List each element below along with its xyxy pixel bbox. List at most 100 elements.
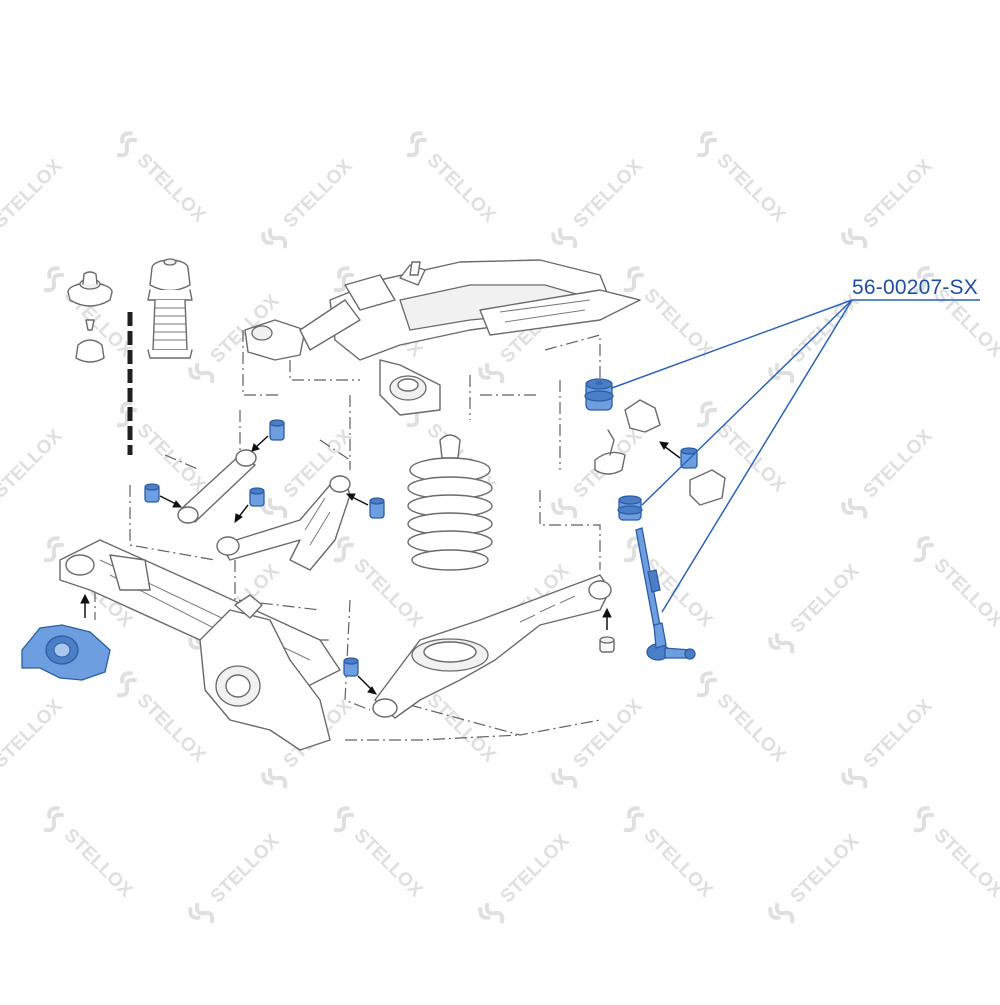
stabilizer-link-56-00207-sx	[584, 378, 696, 661]
bushing-upper-arm-inner	[269, 419, 285, 441]
watermark-logo-icon	[623, 266, 645, 293]
watermark-stamp: STELLOX	[768, 560, 864, 654]
strut-top-mount	[67, 271, 113, 363]
lower-spring-arm	[372, 574, 612, 719]
watermark-stamp: STELLOX	[478, 830, 574, 924]
watermark-stamp: STELLOX	[116, 131, 210, 227]
watermark-text: STELLOX	[497, 830, 574, 907]
watermark-text: STELLOX	[0, 695, 67, 772]
watermark-logo-icon	[696, 131, 718, 158]
watermark-stamp: STELLOX	[116, 671, 210, 767]
stabilizer-bracket	[594, 399, 726, 506]
watermark-logo-icon	[116, 401, 138, 428]
assembly-arrows	[80, 435, 681, 695]
watermark-text: STELLOX	[640, 285, 717, 362]
watermark-logo-icon	[913, 266, 935, 293]
watermark-logo-icon	[913, 536, 935, 563]
watermark-layer: STELLOX STELLOX STELLOX STELLOX STELLOX STELL…	[0, 131, 1000, 924]
watermark-logo-icon	[478, 362, 505, 384]
watermark-logo-icon	[768, 362, 795, 384]
watermark-text: STELLOX	[860, 695, 937, 772]
watermark-stamp: STELLOX	[841, 425, 937, 519]
watermark-text: STELLOX	[0, 425, 67, 502]
watermark-text: STELLOX	[787, 290, 864, 367]
watermark-logo-icon	[768, 632, 795, 654]
rear-subframe	[244, 259, 641, 416]
link-lower-bushing	[617, 495, 643, 521]
watermark-text: STELLOX	[423, 690, 500, 767]
watermark-text: STELLOX	[207, 830, 284, 907]
part-leader-lines	[611, 299, 980, 613]
watermark-logo-icon	[913, 806, 935, 833]
watermark-stamp: STELLOX	[0, 425, 67, 502]
watermark-stamp: STELLOX	[116, 401, 210, 497]
watermark-text: STELLOX	[713, 690, 790, 767]
watermark-stamp: STELLOX	[768, 830, 864, 924]
watermark-text: STELLOX	[860, 425, 937, 502]
watermark-stamp: STELLOX	[913, 806, 1000, 902]
watermark-stamp: STELLOX	[43, 806, 137, 902]
watermark-text: STELLOX	[787, 560, 864, 637]
watermark-logo-icon	[841, 767, 868, 789]
watermark-stamp: STELLOX	[0, 155, 67, 232]
watermark-text: STELLOX	[713, 150, 790, 227]
watermark-logo-icon	[333, 536, 355, 563]
link-rod	[635, 527, 696, 661]
assembly-guide-lines	[94, 330, 601, 741]
watermark-logo-icon	[623, 806, 645, 833]
watermark-stamp: STELLOX	[768, 290, 864, 384]
watermark-logo-icon	[188, 362, 215, 384]
watermark-text: STELLOX	[0, 155, 67, 232]
watermark-text: STELLOX	[570, 155, 647, 232]
watermark-logo-icon	[551, 767, 578, 789]
watermark-stamp: STELLOX	[696, 671, 790, 767]
watermark-stamp: STELLOX	[551, 695, 647, 789]
watermark-logo-icon	[188, 902, 215, 924]
watermark-stamp: STELLOX	[333, 806, 427, 902]
watermark-text: STELLOX	[640, 825, 717, 902]
watermark-logo-icon	[116, 131, 138, 158]
watermark-stamp: STELLOX	[913, 536, 1000, 632]
watermark-stamp: STELLOX	[623, 266, 717, 362]
coil-spring	[407, 434, 493, 571]
watermark-logo-icon	[768, 902, 795, 924]
watermark-text: STELLOX	[930, 555, 1000, 632]
watermark-logo-icon	[43, 806, 65, 833]
watermark-text: STELLOX	[860, 155, 937, 232]
camber-arm	[216, 475, 351, 571]
watermark-stamp: STELLOX	[696, 131, 790, 227]
watermark-text: STELLOX	[350, 825, 427, 902]
bushing-upper-arm-outer	[144, 483, 160, 503]
watermark-logo-icon	[841, 227, 868, 249]
watermark-logo-icon	[261, 227, 288, 249]
watermark-logo-icon	[478, 902, 505, 924]
watermark-logo-icon	[333, 806, 355, 833]
bushing-camber-arm-a	[249, 487, 265, 507]
part-number-label: 56-00207-SX	[852, 276, 978, 299]
watermark-stamp: STELLOX	[406, 131, 500, 227]
watermark-logo-icon	[696, 401, 718, 428]
watermark-stamp: STELLOX	[623, 536, 717, 632]
watermark-text: STELLOX	[570, 695, 647, 772]
watermark-logo-icon	[841, 497, 868, 519]
watermark-stamp: STELLOX	[188, 830, 284, 924]
watermark-text: STELLOX	[280, 155, 357, 232]
watermark-logo-icon	[116, 671, 138, 698]
watermark-text: STELLOX	[133, 690, 210, 767]
watermark-stamp: STELLOX	[551, 155, 647, 249]
watermark-text: STELLOX	[133, 150, 210, 227]
watermark-stamp: STELLOX	[333, 536, 427, 632]
highlighted-bushings	[21, 419, 698, 681]
watermark-text: STELLOX	[423, 150, 500, 227]
watermark-stamp: STELLOX	[623, 806, 717, 902]
watermark-logo-icon	[261, 767, 288, 789]
watermark-logo-icon	[696, 671, 718, 698]
rear-knuckle	[199, 594, 331, 751]
small-washer-bottom	[599, 636, 615, 653]
watermark-stamp: STELLOX	[841, 695, 937, 789]
watermark-text: STELLOX	[930, 825, 1000, 902]
watermark-logo-icon	[43, 536, 65, 563]
watermark-text: STELLOX	[60, 825, 137, 902]
bushing-camber-arm-b	[369, 497, 385, 519]
